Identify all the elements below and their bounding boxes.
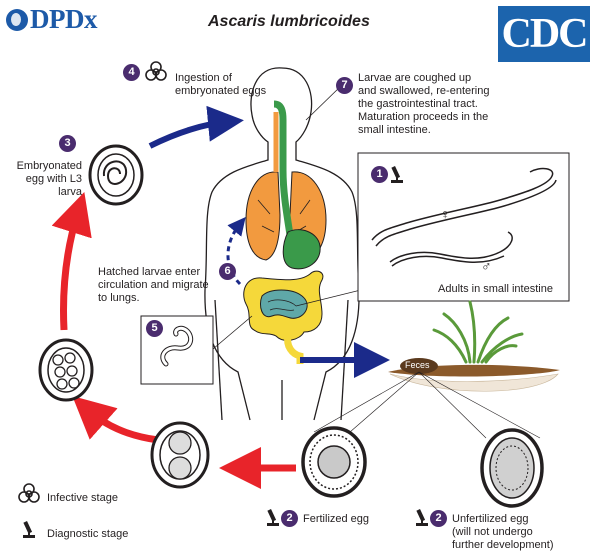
step-4-badge: 4 bbox=[123, 64, 140, 81]
arrow-early-to-mid bbox=[88, 410, 158, 440]
stomach bbox=[283, 230, 320, 269]
microscope-icon-fertilized bbox=[267, 509, 279, 526]
fertilized-egg bbox=[303, 428, 365, 496]
adults-box bbox=[358, 153, 569, 301]
step-6-badge: 6 bbox=[219, 263, 236, 280]
step-7-badge: 7 bbox=[336, 77, 353, 94]
embryonated-egg bbox=[90, 146, 142, 204]
male-symbol: ♂ bbox=[481, 258, 492, 274]
arrow-ingestion bbox=[150, 122, 226, 146]
step-1-badge: 1 bbox=[371, 166, 388, 183]
step-5-badge: 5 bbox=[146, 320, 163, 337]
small-intestine bbox=[260, 290, 307, 318]
female-symbol: ♀ bbox=[440, 206, 451, 222]
step-1-label: Adults in small intestine bbox=[438, 283, 553, 296]
step-3-badge: 3 bbox=[59, 135, 76, 152]
step-2-unfertilized-badge: 2 bbox=[430, 510, 447, 527]
biohazard-icon-legend bbox=[19, 484, 39, 502]
fertilized-egg-label: Fertilized egg bbox=[303, 513, 369, 526]
developing-egg bbox=[40, 340, 92, 400]
arrow-mid-to-embryonated bbox=[64, 212, 78, 330]
soil-and-grass bbox=[314, 302, 560, 438]
microscope-icon-unfertilized bbox=[416, 509, 428, 526]
two-cell-egg bbox=[152, 423, 208, 487]
unfertilized-egg bbox=[482, 430, 542, 506]
microscope-icon-legend bbox=[23, 521, 35, 538]
step-2-fertilized-badge: 2 bbox=[281, 510, 298, 527]
biohazard-icon-step4 bbox=[146, 62, 166, 80]
legend-diagnostic-label: Diagnostic stage bbox=[47, 528, 128, 541]
legend-infective-label: Infective stage bbox=[47, 492, 118, 505]
feces-label: Feces bbox=[405, 360, 430, 370]
